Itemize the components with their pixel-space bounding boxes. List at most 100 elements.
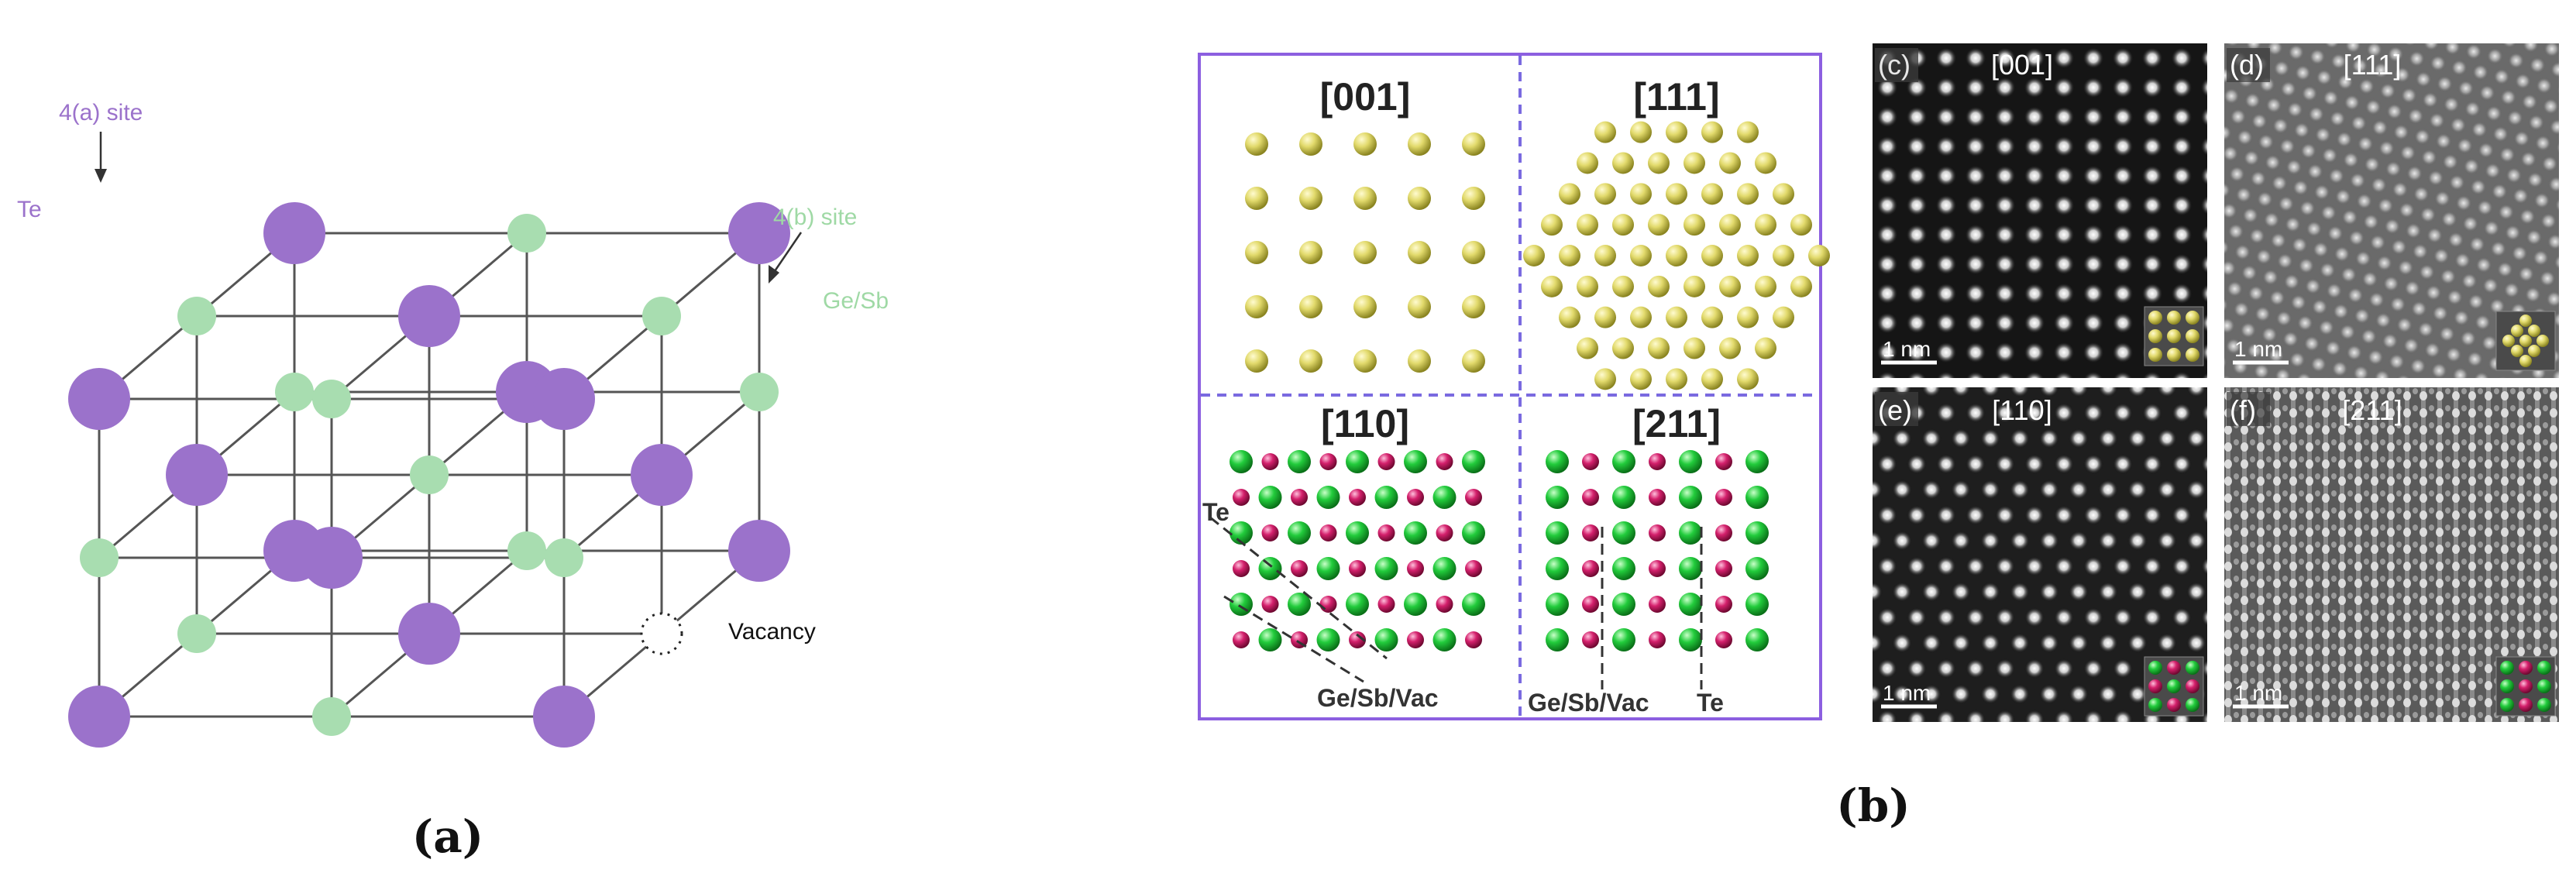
micrograph-e-scale-label: 1 nm [1883,681,1931,705]
magenta-atom [2167,661,2181,675]
green-atom [1679,593,1702,616]
yellow-atom [1630,245,1652,266]
magenta-atom [2519,661,2533,675]
green-atom [1679,557,1702,580]
micrograph-e-inset [2144,656,2204,717]
yellow-atom [1577,214,1598,236]
yellow-atom [1353,132,1377,156]
green-atom [1679,521,1702,545]
yellow-atom [1737,121,1759,143]
site-4a-label: 4(a) site [59,100,143,125]
yellow-atom [1462,132,1485,156]
magenta-atom [1649,489,1666,506]
magenta-atom [1715,560,1732,577]
magenta-atom [1377,596,1395,613]
yellow-atom [1559,306,1580,328]
atoms-001-projection [1245,132,1485,373]
yellow-atom [1737,368,1759,390]
yellow-atom [1612,152,1634,174]
micrograph-c-inset [2144,306,2204,366]
magenta-atom [1715,453,1732,470]
micrograph-c-direction: [001] [1991,49,2053,81]
green-atom [1612,593,1635,616]
green-atom [2537,661,2551,675]
yellow-atom [1666,368,1687,390]
yellow-atom [1630,306,1652,328]
micrograph-f: (f) [211] 1 nm [2224,387,2559,722]
green-atom [1679,628,1702,651]
green-atom [1612,486,1635,509]
green-atom [1288,521,1311,545]
yellow-atom [1299,295,1322,318]
yellow-atom [1245,241,1268,264]
micrograph-e: (e) [110] 1 nm [1873,387,2207,722]
yellow-atom [2186,329,2199,343]
magenta-atom [1715,596,1732,613]
yellow-atom [1755,275,1776,297]
magenta-atom [1715,524,1732,541]
yellow-atom [1790,214,1812,236]
yellow-atom [1462,241,1485,264]
magenta-atom [1377,524,1395,541]
magenta-atom [1649,631,1666,648]
yellow-atom [2519,355,2532,367]
green-atom [1288,593,1311,616]
micrograph-d-scale-label: 1 nm [2234,337,2282,361]
site-4b-label: 4(b) site [773,205,857,230]
yellow-atom [1353,241,1377,264]
magenta-atom [1436,524,1453,541]
site-4a-arrow [95,132,107,183]
green-atom [1230,450,1253,473]
magenta-atom [1649,524,1666,541]
yellow-atom [1684,275,1705,297]
yellow-atom [1408,241,1431,264]
yellow-atom [1773,245,1794,266]
green-atom [1316,557,1340,580]
gesb-atom [177,297,216,335]
green-atom [1346,521,1369,545]
magenta-atom [1349,631,1366,648]
yellow-atom [1701,306,1723,328]
green-atom [1612,557,1635,580]
magenta-atom [2167,698,2181,712]
yellow-atom [1299,349,1322,373]
magenta-atom [1436,453,1453,470]
micrograph-f-scale-label: 1 nm [2234,681,2282,705]
green-atom [1612,450,1635,473]
green-atom [2500,679,2514,693]
micrograph-f-inset [2495,656,2556,717]
te-plane-guides-110 [1209,516,1388,683]
micrograph-c-tag: (c) [1878,49,1911,81]
yellow-atom [2536,335,2549,347]
te-atom [533,686,595,748]
green-atom [2186,698,2199,712]
yellow-atom [1559,245,1580,266]
gesbvac-label-211: Ge/Sb/Vac [1528,689,1649,717]
yellow-atom [1577,152,1598,174]
magenta-atom [1233,560,1250,577]
green-atom [1404,593,1427,616]
green-atom [1745,593,1769,616]
yellow-atom [1541,214,1563,236]
green-atom [1288,450,1311,473]
yellow-atom [1462,295,1485,318]
green-atom [2500,698,2514,712]
yellow-atom [1701,183,1723,205]
magenta-atom [1319,524,1337,541]
gesb-label: Ge/Sb [823,288,889,314]
magenta-atom [1582,560,1599,577]
magenta-atom [1465,560,1482,577]
green-atom [1745,486,1769,509]
atoms-111-projection [1523,121,1830,390]
magenta-atom [1649,596,1666,613]
yellow-atom [1719,337,1741,359]
green-atom [1346,593,1369,616]
yellow-atom [1353,187,1377,210]
yellow-atom [1719,214,1741,236]
yellow-atom [1577,337,1598,359]
te-atom [263,202,325,264]
green-atom [1462,593,1485,616]
yellow-atom [1408,349,1431,373]
gesb-atom [312,380,351,418]
